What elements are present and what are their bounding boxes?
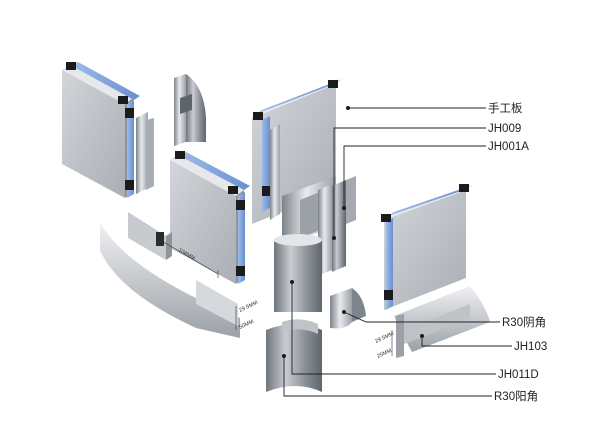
post-jh011d	[274, 233, 322, 312]
profile-jh009-standalone	[174, 74, 206, 146]
callout-r30-outer: R30阳角	[282, 354, 538, 403]
label-r30-outer: R30阳角	[494, 390, 538, 403]
label-jh103: JH103	[514, 341, 547, 353]
profile-jh001a	[332, 176, 356, 272]
sandwich-panel-right	[381, 184, 474, 310]
profile-jh009	[282, 176, 336, 276]
label-jh009: JH009	[488, 123, 521, 135]
callout-r30-inner: R30阴角	[342, 310, 546, 329]
label-jh011d: JH011D	[498, 369, 539, 381]
callout-jh009: JH009	[332, 123, 521, 240]
callout-handmade-board: 手工板	[346, 101, 523, 115]
corner-r30-outer	[266, 319, 322, 392]
sandwich-panel-middle	[170, 151, 250, 284]
dimension-label-left-height: 29.5MM	[238, 300, 259, 314]
label-handmade-board: 手工板	[488, 101, 523, 115]
label-jh001a: JH001A	[488, 141, 529, 153]
dimension-label-left-width: 50MM	[238, 319, 255, 331]
sandwich-panel-left	[62, 62, 154, 198]
callout-jh011d: JH011D	[290, 280, 539, 381]
callout-jh103: JH103	[420, 334, 547, 353]
label-r30-inner: R30阴角	[502, 316, 546, 329]
corner-r30-inner	[330, 288, 366, 329]
base-profile-jh103	[394, 286, 490, 358]
dimension-label-right-width: 25MM	[376, 348, 393, 360]
callout-jh001a: JH001A	[342, 141, 529, 210]
dimension-left-base: 29.5MM 50MM	[235, 300, 259, 331]
dimension-right-base: 29.5MM 25MM	[374, 330, 395, 360]
